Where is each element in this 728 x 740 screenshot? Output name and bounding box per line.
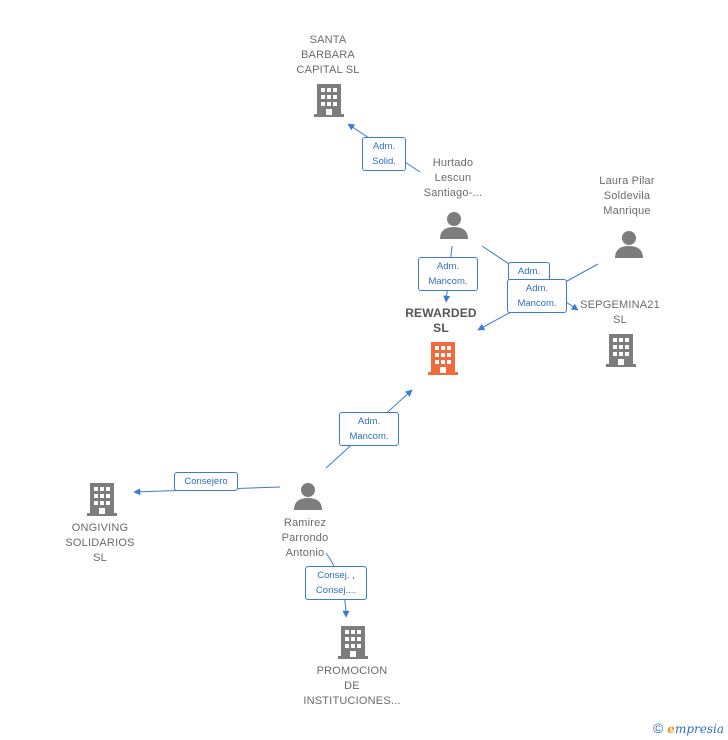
empresia-logo: ©empresia (653, 720, 724, 736)
node-label-ongiving[interactable]: ONGIVING SOLIDARIOS SL (65, 522, 135, 564)
edge-label-laura-rewarded[interactable]: Adm. Mancom. (507, 279, 567, 313)
copyright-icon: © (652, 720, 664, 736)
edge-label-ramirez-ongiving[interactable]: Consejero (174, 472, 238, 491)
building-icon (87, 483, 117, 516)
building-icon (338, 626, 368, 659)
building-icon-highlight (428, 342, 458, 375)
edges (133, 123, 599, 618)
node-label-laura[interactable]: Laura Pilar Soldevila Manrique (599, 175, 655, 217)
node-label-sepgemina[interactable]: SEPGEMINA21 SL (580, 299, 660, 326)
person-icon (615, 231, 643, 258)
edge-label-ramirez-rewarded[interactable]: Adm. Mancom. (339, 412, 399, 446)
node-label-santa-barbara[interactable]: SANTA BARBARA CAPITAL SL (296, 34, 360, 76)
brand-e: e (667, 722, 675, 736)
edge-label-hurtado-santa[interactable]: Adm. Solid. (362, 137, 406, 171)
edge-label-ramirez-promocion[interactable]: Consej. , Consej.... (305, 566, 367, 600)
building-icon (606, 334, 636, 367)
node-label-hurtado[interactable]: Hurtado Lescun Santiago-... (423, 157, 483, 199)
edge-label-hurtado-rewarded[interactable]: Adm. Mancom. (418, 257, 478, 291)
node-label-rewarded[interactable]: REWARDED SL (405, 306, 477, 335)
node-label-ramirez[interactable]: Ramirez Parrondo Antonio (281, 517, 329, 559)
building-icon (314, 84, 344, 117)
brand-name: mpresia (674, 722, 724, 736)
person-icon (440, 212, 468, 239)
node-label-promocion[interactable]: PROMOCION DE INSTITUCIONES... (303, 665, 401, 707)
person-icon (294, 483, 322, 510)
